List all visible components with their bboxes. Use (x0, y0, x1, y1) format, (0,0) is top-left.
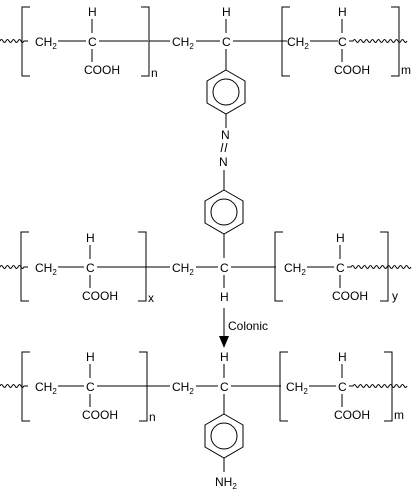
azo-linkage: N N (204, 128, 244, 258)
ch2-label: CH2 (284, 261, 306, 277)
h-label: H (220, 290, 229, 304)
middle-polymer: CH2 H C COOH x CH2 C H CH2 H C COOH y (0, 231, 412, 305)
subscript-x: x (148, 291, 154, 305)
c-label: C (338, 35, 347, 49)
subscript-y: y (392, 289, 398, 303)
h-label: H (86, 350, 95, 364)
nitrogen-label: N (221, 128, 230, 142)
c-label: C (220, 261, 229, 275)
h-label: H (88, 5, 97, 19)
top-polymer: CH2 H C COOH n CH2 H C CH2 H C COOH m (0, 5, 411, 128)
wavy-end-right (349, 384, 408, 388)
bracket-right-open (279, 351, 288, 422)
cooh-label: COOH (82, 289, 118, 303)
ch2-label: CH2 (172, 380, 194, 396)
c-label: C (86, 261, 95, 275)
wavy-end-left (0, 265, 28, 269)
bracket-left-open (20, 231, 29, 302)
cooh-label: COOH (334, 408, 370, 422)
c-label: C (86, 380, 95, 394)
c-label: C (220, 380, 229, 394)
wavy-end-right (347, 265, 412, 269)
subscript-m: m (401, 63, 411, 77)
bracket-right-close (391, 6, 400, 77)
wavy-end-right (349, 39, 408, 43)
c-label: C (222, 35, 231, 49)
ch2-label: CH2 (35, 261, 57, 277)
subscript-m: m (394, 408, 404, 422)
ch2-label: CH2 (35, 35, 57, 51)
h-label: H (338, 5, 347, 19)
benzene-ring (206, 69, 246, 115)
bracket-left-open (21, 351, 30, 422)
arrowhead (219, 336, 229, 348)
subscript-n: n (149, 410, 156, 424)
bracket-right-close (384, 351, 393, 422)
h-label: H (86, 231, 95, 245)
c-label: C (88, 35, 97, 49)
subscript-n: n (151, 66, 158, 80)
ch2-label: CH2 (287, 35, 309, 51)
bracket-right-open (274, 231, 283, 302)
ch2-label: CH2 (172, 261, 194, 277)
h-label: H (220, 350, 229, 364)
cooh-label: COOH (82, 408, 118, 422)
benzene-ring (204, 413, 244, 459)
h-label: H (222, 5, 231, 19)
cooh-label: COOH (332, 289, 368, 303)
bracket-right-close (380, 231, 389, 302)
benzene-ring (204, 189, 244, 235)
h-label: H (336, 231, 345, 245)
nitrogen-label: N (219, 155, 228, 169)
c-label: C (338, 380, 347, 394)
bottom-polymer: CH2 H C COOH n CH2 H C CH2 H C COOH m (0, 350, 408, 491)
cooh-label: COOH (84, 63, 120, 77)
c-label: C (336, 261, 345, 275)
wavy-end-left (0, 39, 28, 43)
reaction-condition-label: Colonic (228, 319, 268, 333)
wavy-end-left (0, 384, 28, 388)
amine-label: NH2 (215, 475, 237, 491)
cooh-label: COOH (334, 63, 370, 77)
ch2-label: CH2 (172, 35, 194, 51)
h-label: H (338, 350, 347, 364)
reaction-arrow: Colonic (219, 308, 268, 348)
bracket-left-open (21, 6, 30, 77)
ch2-label: CH2 (35, 380, 57, 396)
ch2-label: CH2 (286, 380, 308, 396)
